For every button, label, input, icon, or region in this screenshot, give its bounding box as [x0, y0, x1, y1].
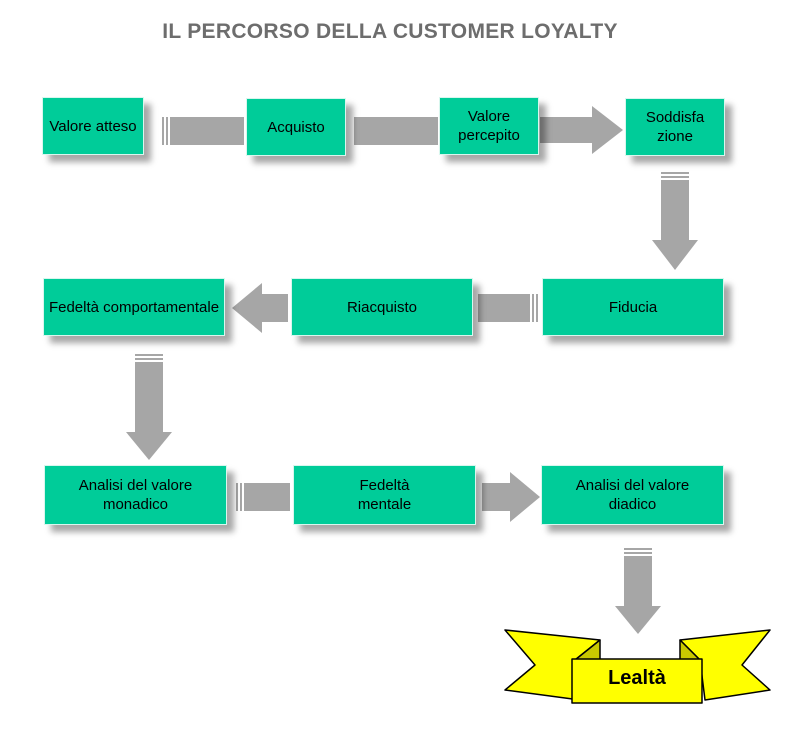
node-riacquisto: Riacquisto	[291, 278, 473, 336]
arrow-acquisto-percepito	[354, 117, 438, 145]
node-soddisfazione: Soddisfa zione	[625, 98, 725, 156]
node-fiducia: Fiducia	[542, 278, 724, 336]
arrow-percepito-soddisfazione	[540, 106, 623, 154]
arrow-comportamentale-monadico	[126, 354, 172, 460]
node-fedelta-comportamentale: Fedeltà comportamentale	[43, 278, 225, 336]
node-fedelta-mentale: Fedeltà mentale	[293, 465, 476, 525]
node-analisi-monadico: Analisi del valore monadico	[44, 465, 227, 525]
arrow-riacquisto-comportamentale	[232, 283, 288, 333]
arrow-diadico-lealta	[615, 548, 661, 634]
node-analisi-diadico: Analisi del valore diadico	[541, 465, 724, 525]
lealta-banner	[504, 629, 771, 704]
arrow-fiducia-riacquisto	[478, 294, 538, 322]
arrow-soddisfazione-fiducia	[652, 172, 698, 270]
node-valore-percepito: Valore percepito	[439, 97, 539, 155]
node-acquisto: Acquisto	[246, 98, 346, 156]
arrow-monadico-mentale	[236, 483, 290, 511]
arrow-atteso-acquisto	[162, 117, 244, 145]
node-lealta: Lealtà	[608, 666, 666, 689]
node-valore-atteso: Valore atteso	[42, 97, 144, 155]
arrow-mentale-diadico	[482, 472, 540, 522]
diagram-title: IL PERCORSO DELLA CUSTOMER LOYALTY	[162, 20, 618, 43]
